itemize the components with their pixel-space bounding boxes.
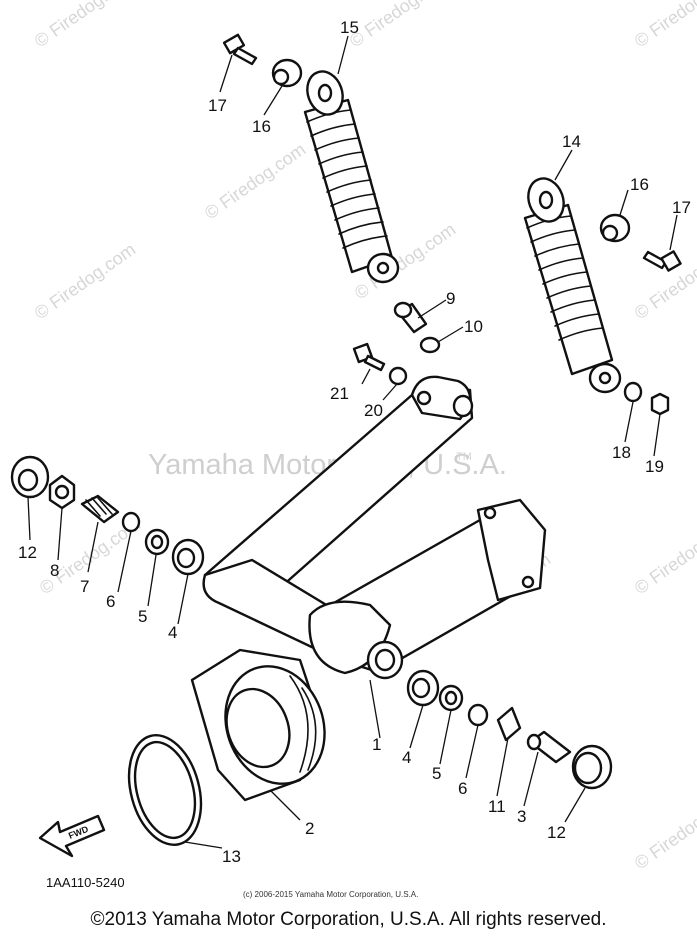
fwd-arrow: FWD bbox=[38, 814, 106, 858]
callout-6: 6 bbox=[106, 592, 115, 611]
trademark: TM bbox=[456, 451, 472, 463]
shaft-7 bbox=[80, 494, 120, 524]
callout-18: 18 bbox=[612, 443, 631, 462]
bolt-17-right bbox=[642, 250, 682, 272]
leader-lines bbox=[27, 35, 678, 849]
callout-21: 21 bbox=[330, 384, 349, 403]
callout-labels: 15 17 16 14 16 17 9 10 21 20 18 19 12 8 … bbox=[18, 18, 691, 866]
callout-5: 5 bbox=[432, 764, 441, 783]
watermark: © Firedog.com bbox=[631, 514, 697, 598]
callout-17: 17 bbox=[672, 198, 691, 217]
callout-19: 19 bbox=[645, 457, 664, 476]
cap-12-right bbox=[571, 744, 613, 790]
callout-5: 5 bbox=[138, 607, 147, 626]
callout-4: 4 bbox=[168, 623, 177, 642]
callout-16: 16 bbox=[630, 175, 649, 194]
callout-12: 12 bbox=[547, 823, 566, 842]
callout-16: 16 bbox=[252, 117, 271, 136]
callout-20: 20 bbox=[364, 401, 383, 420]
callout-14: 14 bbox=[562, 132, 581, 151]
callout-17: 17 bbox=[208, 96, 227, 115]
washer-5-left bbox=[144, 528, 170, 556]
callout-11: 11 bbox=[488, 797, 506, 816]
swingarm bbox=[202, 375, 547, 680]
bearing-4-right bbox=[406, 669, 440, 707]
watermark: © Firedog.com bbox=[201, 139, 309, 223]
collar-16-right bbox=[599, 213, 631, 243]
washer-20 bbox=[388, 366, 408, 386]
watermark: © Firedog.com bbox=[631, 789, 697, 873]
callout-2: 2 bbox=[305, 819, 314, 838]
callout-15: 15 bbox=[340, 18, 359, 37]
washer-6-left bbox=[121, 511, 141, 533]
shock-absorber-left bbox=[303, 70, 400, 284]
watermark: © Firedog.com bbox=[31, 0, 139, 51]
plate-11 bbox=[496, 706, 522, 742]
shaft-3 bbox=[526, 730, 572, 764]
parts-diagram: © Firedog.com © Firedog.com © Firedog.co… bbox=[10, 0, 697, 899]
collar-16-left bbox=[271, 58, 303, 88]
washer-6-right bbox=[467, 703, 489, 727]
shock-absorber-right bbox=[523, 177, 622, 394]
catalog-code: 1AA110-5240 bbox=[46, 875, 125, 890]
callout-3: 3 bbox=[517, 807, 526, 826]
callout-12: 12 bbox=[18, 543, 37, 562]
small-copyright: (c) 2006-2015 Yamaha Motor Corporation, … bbox=[243, 890, 418, 899]
bolt-9 bbox=[393, 301, 428, 334]
washer-18 bbox=[623, 381, 643, 403]
footer-copyright: ©2013 Yamaha Motor Corporation, U.S.A. A… bbox=[90, 909, 607, 930]
callout-7: 7 bbox=[80, 577, 89, 596]
nut-19 bbox=[650, 392, 670, 416]
nut-8 bbox=[48, 474, 76, 510]
bolt-21 bbox=[352, 342, 386, 372]
callout-6: 6 bbox=[458, 779, 467, 798]
callout-9: 9 bbox=[446, 289, 455, 308]
bearing-4-left bbox=[171, 538, 205, 576]
callout-8: 8 bbox=[50, 561, 59, 580]
watermark: © Firedog.com bbox=[631, 0, 697, 51]
final-drive-hub bbox=[190, 648, 326, 802]
watermark: © Firedog.com bbox=[31, 239, 139, 323]
washer-5-right bbox=[438, 684, 464, 712]
bolt-17-left bbox=[222, 33, 258, 66]
callout-13: 13 bbox=[222, 847, 241, 866]
watermark: © Firedog.com bbox=[631, 239, 697, 323]
callout-10: 10 bbox=[464, 317, 483, 336]
ring-13 bbox=[127, 733, 203, 847]
callout-1: 1 bbox=[372, 735, 381, 754]
washer-10 bbox=[419, 336, 441, 354]
part-12-left bbox=[10, 455, 50, 499]
callout-4: 4 bbox=[402, 748, 411, 767]
watermark: © Firedog.com bbox=[346, 0, 454, 51]
